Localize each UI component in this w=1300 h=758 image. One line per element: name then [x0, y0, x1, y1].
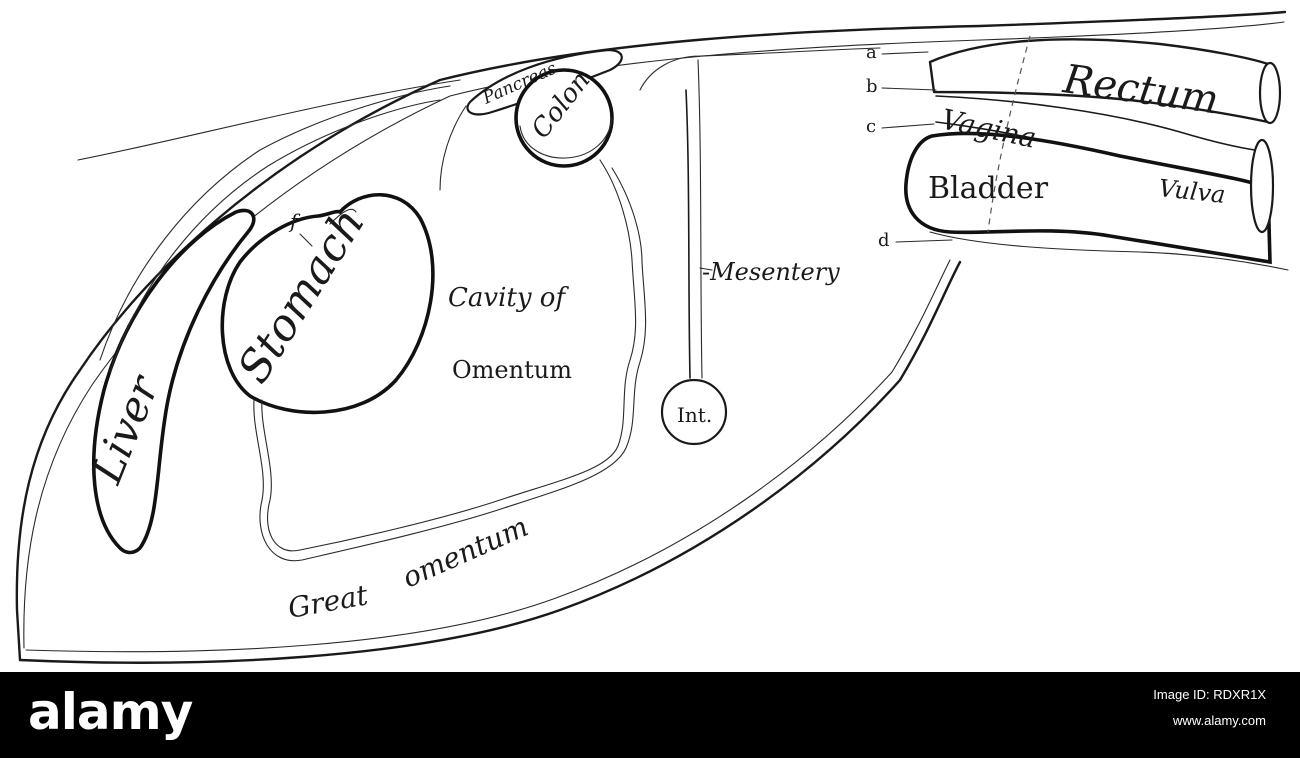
liver-fold-inner	[109, 99, 441, 373]
label-omentum: omentum	[397, 510, 533, 595]
bladder-shape	[904, 131, 1272, 265]
label-a: a	[866, 42, 877, 63]
pointer-f	[299, 233, 313, 247]
label-great: Great	[285, 578, 371, 625]
mesentery-line-2	[697, 59, 703, 379]
pointer-b	[881, 87, 937, 91]
label-mesentery: -Mesentery	[702, 258, 840, 286]
omentum-cavity-outline	[261, 105, 637, 552]
mesentery-line	[685, 89, 691, 379]
label-bladder: Bladder	[928, 171, 1049, 206]
alamy-logo: alamy	[28, 683, 193, 741]
pointer-d	[895, 239, 953, 243]
inner-body-wall	[23, 21, 1285, 649]
omentum-cavity-outline-2	[253, 167, 647, 562]
label-vulva: Vulva	[1157, 174, 1226, 209]
label-intestine: Int.	[677, 403, 712, 427]
ventral-wall-inner	[25, 259, 951, 653]
vagina-tube	[935, 95, 1271, 153]
stomach-inner-fold	[329, 208, 357, 225]
intestine-shape	[660, 378, 728, 446]
peritoneum-diagram: Rectum Vagina Bladder Vulva Liver Stomac…	[15, 10, 1289, 664]
dashed-section-line	[987, 35, 1031, 233]
label-d: d	[878, 230, 890, 251]
pointer-mesentery	[699, 267, 713, 271]
mesentery-top	[639, 47, 881, 91]
dorsal-tract-line	[929, 231, 1289, 271]
label-cavity-line1: Cavity of	[448, 283, 569, 313]
ventral-wall	[18, 260, 962, 664]
watermark-meta: Image ID: RDXR1X www.alamy.com	[1153, 686, 1266, 730]
label-b: b	[866, 76, 878, 97]
label-rectum: Rectum	[1060, 56, 1222, 123]
back-line	[77, 79, 461, 161]
colon-ring	[519, 117, 613, 159]
label-cavity-line2: Omentum	[452, 356, 572, 384]
pointer-a	[881, 51, 929, 55]
liver-shape	[92, 208, 256, 555]
outer-body-wall	[15, 10, 1287, 662]
rectum-opening	[1258, 61, 1282, 125]
vulva-opening	[1249, 138, 1275, 234]
stomach-shape	[220, 193, 435, 415]
image-id: Image ID: RDXR1X	[1153, 687, 1266, 702]
pointer-c	[881, 123, 935, 129]
liver-fold	[99, 85, 451, 361]
site-url: www.alamy.com	[1173, 713, 1266, 728]
label-c: c	[866, 116, 876, 137]
watermark-bar: alamy Image ID: RDXR1X www.alamy.com	[0, 672, 1300, 758]
